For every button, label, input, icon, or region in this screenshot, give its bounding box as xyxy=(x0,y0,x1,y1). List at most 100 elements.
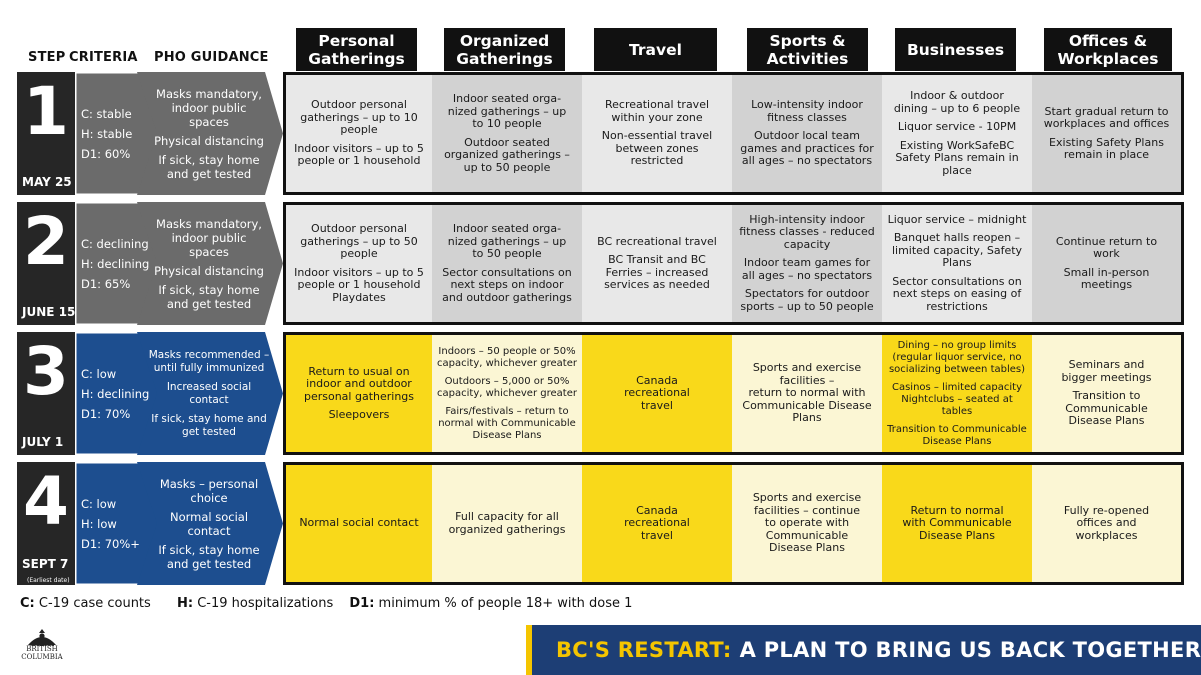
criteria-hospitalizations: H: low xyxy=(81,516,117,531)
cell-text: Canada recreational travel xyxy=(624,373,690,412)
cell-text: Indoor team games for all ages – no spec… xyxy=(741,256,873,282)
step-date-note: (Earliest date) xyxy=(27,577,70,584)
step-2-guidance-table: Outdoor personal gatherings – up to 50 p… xyxy=(283,202,1184,325)
cell-sports-activities: High-intensity indoor fitness classes - … xyxy=(732,205,882,322)
cell-offices-workplaces: Start gradual return to workplaces and o… xyxy=(1032,75,1181,192)
cell-text: Recreational travel within your zone xyxy=(604,98,710,124)
cell-travel: Canada recreational travel xyxy=(582,335,732,452)
cell-organized-gatherings: Indoor seated orga- nized gatherings – u… xyxy=(432,205,582,322)
cell-text: Sleepovers xyxy=(328,408,390,421)
pho-guidance-arrow: Masks recommended – until fully immunize… xyxy=(135,332,285,455)
legend-h-text: C-19 hospitalizations xyxy=(197,596,334,611)
cell-text: Non-essential travel between zones restr… xyxy=(601,129,713,168)
step-3-row: 3 JULY 1 C: low H: declining D1: 70% Mas… xyxy=(17,332,1184,455)
step-4-row: 4 SEPT 7 (Earliest date) C: low H: low D… xyxy=(17,462,1184,585)
cell-text: High-intensity indoor fitness classes - … xyxy=(739,212,875,251)
cell-text: Banquet halls reopen – limited capacity,… xyxy=(891,231,1023,270)
step-date: MAY 25 xyxy=(22,175,72,189)
cell-text: Fully re-opened offices and workplaces xyxy=(1063,503,1150,542)
step-3-guidance-table: Return to usual on indoor and outdoor pe… xyxy=(283,332,1184,455)
criteria-cases: C: declining xyxy=(81,236,149,251)
criteria-dose1: D1: 60% xyxy=(81,146,131,161)
criteria-cases: C: stable xyxy=(81,106,132,121)
step-1-row: 1 MAY 25 C: stable H: stable D1: 60% Mas… xyxy=(17,72,1184,195)
cell-text: Outdoor seated organized gatherings – up… xyxy=(444,135,570,174)
step-date: JULY 1 xyxy=(22,435,64,449)
pho-if-sick: If sick, stay home and get tested xyxy=(158,152,260,181)
cell-travel: Recreational travel within your zone Non… xyxy=(582,75,732,192)
step-date: JUNE 15 xyxy=(22,305,76,319)
column-header-sports-activities: Sports & Activities xyxy=(747,28,868,71)
cell-text: Fairs/festivals – return to normal with … xyxy=(438,405,576,441)
step-number: 3 xyxy=(23,333,69,410)
banner-highlight: BC'S RESTART: xyxy=(556,638,732,662)
step-4-number-block: 4 SEPT 7 (Earliest date) xyxy=(17,462,75,585)
cell-text: BC Transit and BC Ferries – increased se… xyxy=(604,253,710,291)
step-number: 1 xyxy=(23,73,69,150)
cell-offices-workplaces: Fully re-opened offices and workplaces xyxy=(1032,465,1181,582)
cell-text: Outdoor personal gatherings – up to 50 p… xyxy=(300,222,418,260)
pho-guidance-header: PHO GUIDANCE xyxy=(154,50,269,65)
pho-masks: Masks mandatory, indoor public spaces xyxy=(156,86,262,129)
step-1-guidance-table: Outdoor personal gatherings – up to 10 p… xyxy=(283,72,1184,195)
cell-offices-workplaces: Continue return to work Small in-person … xyxy=(1032,205,1181,322)
cell-text: BC recreational travel xyxy=(597,234,717,248)
cell-travel: Canada recreational travel xyxy=(582,465,732,582)
cell-organized-gatherings: Indoors – 50 people or 50% capacity, whi… xyxy=(432,335,582,452)
legend-d-text: minimum % of people 18+ with dose 1 xyxy=(378,596,633,611)
criteria-hospitalizations: H: declining xyxy=(81,386,150,401)
legend-c-text: C-19 case counts xyxy=(38,596,151,611)
criteria-dose1: D1: 70% xyxy=(81,406,131,421)
cell-text: Outdoor local team games and practices f… xyxy=(740,129,874,168)
cell-text: Sports and exercise facilities – continu… xyxy=(752,491,862,555)
legend-c-key: C: xyxy=(20,596,35,611)
cell-text: Normal social contact xyxy=(299,516,419,530)
cell-text: Existing WorkSafeBC Safety Plans remain … xyxy=(895,138,1019,177)
pho-if-sick: If sick, stay home and get tested xyxy=(158,542,260,571)
cell-text: Existing Safety Plans remain in place xyxy=(1049,135,1164,161)
cell-text: Seminars and bigger meetings xyxy=(1061,358,1152,384)
column-header-organized-gatherings: Organized Gatherings xyxy=(444,28,565,71)
cell-personal-gatherings: Outdoor personal gatherings – up to 50 p… xyxy=(286,205,432,322)
pho-masks: Masks – personal choice xyxy=(159,476,259,505)
pho-chevron-shape xyxy=(137,332,283,455)
cell-text: Return to normal with Communicable Disea… xyxy=(902,503,1012,542)
pho-social-contact: Increased social contact xyxy=(166,380,252,406)
cell-text: Small in-person meetings xyxy=(1063,265,1150,291)
criteria-legend: C: C-19 case counts H: C-19 hospitalizat… xyxy=(20,596,632,611)
criteria-dose1: D1: 65% xyxy=(81,276,131,291)
criteria-hospitalizations: H: declining xyxy=(81,256,150,271)
bc-government-logo-icon xyxy=(28,629,56,646)
cell-text: Dining – no group limits (regular liquor… xyxy=(888,339,1026,375)
cell-text: Liquor service – midnight xyxy=(887,212,1027,226)
pho-social-contact: Normal social contact xyxy=(169,509,249,538)
step-number: 4 xyxy=(23,463,69,540)
step-date: SEPT 7 xyxy=(22,557,69,571)
cell-businesses: Liquor service – midnight Banquet halls … xyxy=(882,205,1032,322)
title-banner: BC'S RESTART: A PLAN TO BRING US BACK TO… xyxy=(526,625,1201,675)
cell-businesses: Dining – no group limits (regular liquor… xyxy=(882,335,1032,452)
bc-logo-text: BRITISH COLUMBIA xyxy=(21,645,63,661)
column-header-personal-gatherings: Personal Gatherings xyxy=(296,28,417,71)
cell-text: Canada recreational travel xyxy=(624,503,690,542)
cell-text: Outdoors – 5,000 or 50% capacity, whiche… xyxy=(437,375,577,399)
column-header-travel: Travel xyxy=(594,28,717,71)
legend-d-key: D1: xyxy=(349,596,375,611)
cell-text: Casinos – limited capacity Nightclubs – … xyxy=(891,381,1022,417)
cell-text: Return to usual on indoor and outdoor pe… xyxy=(303,364,415,403)
cell-text: Continue return to work xyxy=(1055,234,1158,260)
criteria-cases: C: low xyxy=(81,366,117,381)
cell-text: Indoor visitors – up to 5 people or 1 ho… xyxy=(294,141,424,168)
step-2-number-block: 2 JUNE 15 xyxy=(17,202,75,325)
step-4-guidance-table: Normal social contact Full capacity for … xyxy=(283,462,1184,585)
criteria-dose1: D1: 70%+ xyxy=(81,536,140,551)
pho-chevron-shape xyxy=(137,202,283,325)
cell-text: Liquor service - 10PM xyxy=(897,120,1017,133)
pho-if-sick: If sick, stay home and get tested xyxy=(158,282,260,311)
column-header-businesses: Businesses xyxy=(895,28,1016,71)
pho-chevron-shape xyxy=(137,72,283,195)
cell-sports-activities: Sports and exercise facilities – return … xyxy=(732,335,882,452)
cell-sports-activities: Low-intensity indoor fitness classes Out… xyxy=(732,75,882,192)
cell-offices-workplaces: Seminars and bigger meetings Transition … xyxy=(1032,335,1181,452)
step-3-number-block: 3 JULY 1 xyxy=(17,332,75,455)
